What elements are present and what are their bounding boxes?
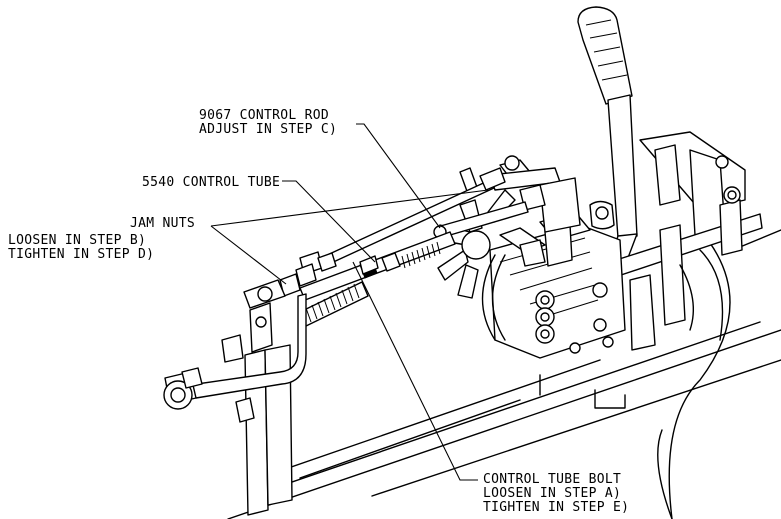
jam-nuts: [279, 252, 337, 297]
control-tube-bolt-label: CONTROL TUBE BOLT: [483, 472, 621, 487]
hydro-pump: [481, 200, 626, 359]
control-rod-note: ADJUST IN STEP C): [199, 122, 337, 137]
leader-lines: [210, 123, 489, 481]
tube-spring-right: [401, 241, 441, 269]
callout-control-tube: 5540 CONTROL TUBE: [142, 175, 280, 190]
left-bracket: [221, 279, 293, 516]
control-tube-bolt-note-2: TIGHTEN IN STEP E): [483, 500, 629, 515]
bent-rod: [163, 293, 307, 410]
callout-control-rod: 9067 CONTROL ROD ADJUST IN STEP C): [199, 108, 337, 137]
control-tube-bolt-note-1: LOOSEN IN STEP A): [483, 486, 621, 501]
control-rod: [299, 167, 506, 275]
callout-control-tube-bolt: CONTROL TUBE BOLT LOOSEN IN STEP A) TIGH…: [483, 472, 629, 515]
control-tube-label: 5540 CONTROL TUBE: [142, 175, 280, 190]
jam-nuts-note-2: TIGHTEN IN STEP D): [8, 247, 154, 262]
jam-nuts-note-1: LOOSEN IN STEP B): [8, 233, 146, 248]
control-rod-label: 9067 CONTROL ROD: [199, 108, 329, 123]
jam-nuts-label: JAM NUTS: [130, 216, 195, 231]
right-bracket: [609, 131, 763, 351]
callout-jam-nuts: JAM NUTS LOOSEN IN STEP B) TIGHTEN IN ST…: [8, 216, 195, 262]
